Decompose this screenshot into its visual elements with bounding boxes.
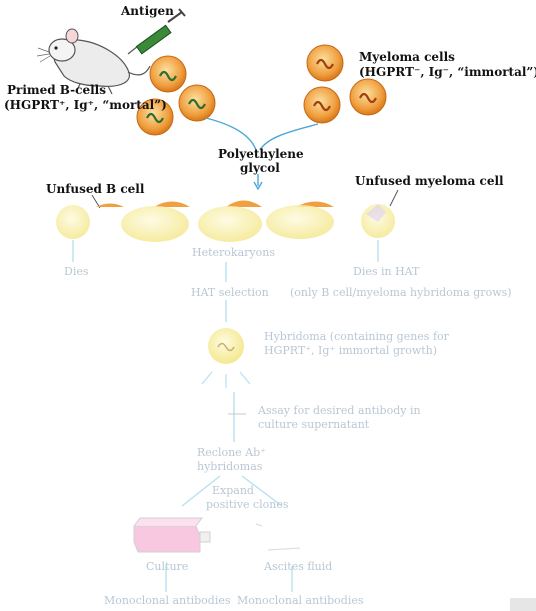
syringe-icon bbox=[127, 8, 186, 55]
hybridoma-cell bbox=[201, 328, 251, 388]
myeloma-cells-markers: (HGPRT⁻, Ig⁻, “immortal”) bbox=[359, 65, 536, 79]
dies-label: Dies bbox=[64, 265, 89, 278]
top-panel bbox=[0, 0, 536, 207]
fusion-arrows bbox=[91, 117, 399, 209]
only-hybridoma-grows-label: (only B cell/myeloma hybridoma grows) bbox=[290, 286, 512, 299]
primed-b-cells-label: Primed B-cells bbox=[7, 83, 106, 97]
antigen-label: Antigen bbox=[121, 4, 174, 18]
mab-ascites-label: Monoclonal antibodies bbox=[237, 594, 364, 607]
corner-mark bbox=[510, 598, 536, 611]
mab-culture-label: Monoclonal antibodies bbox=[104, 594, 231, 607]
heterokaryons-label: Heterokaryons bbox=[192, 246, 275, 259]
expand-label-line1: Expand bbox=[212, 484, 254, 497]
polyethylene-label: Polyethylene bbox=[218, 147, 304, 161]
dies-in-hat-label: Dies in HAT bbox=[353, 265, 420, 278]
culture-label: Culture bbox=[146, 560, 189, 573]
myeloma-cell-cluster bbox=[303, 44, 387, 124]
faint-flow-arrows bbox=[72, 240, 379, 592]
reclone-label-line1: Reclone Ab⁺ bbox=[197, 446, 266, 459]
unfused-b-cell-label: Unfused B cell bbox=[46, 182, 145, 196]
hybridoma-label-line1: Hybridoma (containing genes for bbox=[264, 330, 449, 343]
primed-b-cells-markers: (HGPRT⁺, Ig⁺, “mortal”) bbox=[4, 98, 167, 112]
faint-cell-row bbox=[56, 204, 395, 242]
assay-label-line1: Assay for desired antibody in bbox=[258, 404, 421, 417]
unfused-myeloma-cell-label: Unfused myeloma cell bbox=[355, 174, 504, 188]
b-cell-cluster bbox=[136, 55, 216, 136]
mouse-icon bbox=[36, 28, 151, 95]
bottom-panel bbox=[0, 207, 536, 611]
culture-flask-icon bbox=[133, 517, 211, 553]
ascites-fluid-label: Ascites fluid bbox=[264, 560, 333, 573]
ascites-mouse-hint bbox=[255, 523, 301, 551]
myeloma-cells-label: Myeloma cells bbox=[359, 50, 455, 64]
expand-label-line2: positive clones bbox=[206, 498, 289, 511]
reclone-label-line2: hybridomas bbox=[197, 460, 263, 473]
assay-label-line2: culture supernatant bbox=[258, 418, 370, 431]
hybridoma-label-line2: HGPRT⁺, Ig⁺ immortal growth) bbox=[264, 344, 438, 357]
hat-selection-label: HAT selection bbox=[191, 286, 269, 299]
glycol-label: glycol bbox=[240, 161, 280, 175]
